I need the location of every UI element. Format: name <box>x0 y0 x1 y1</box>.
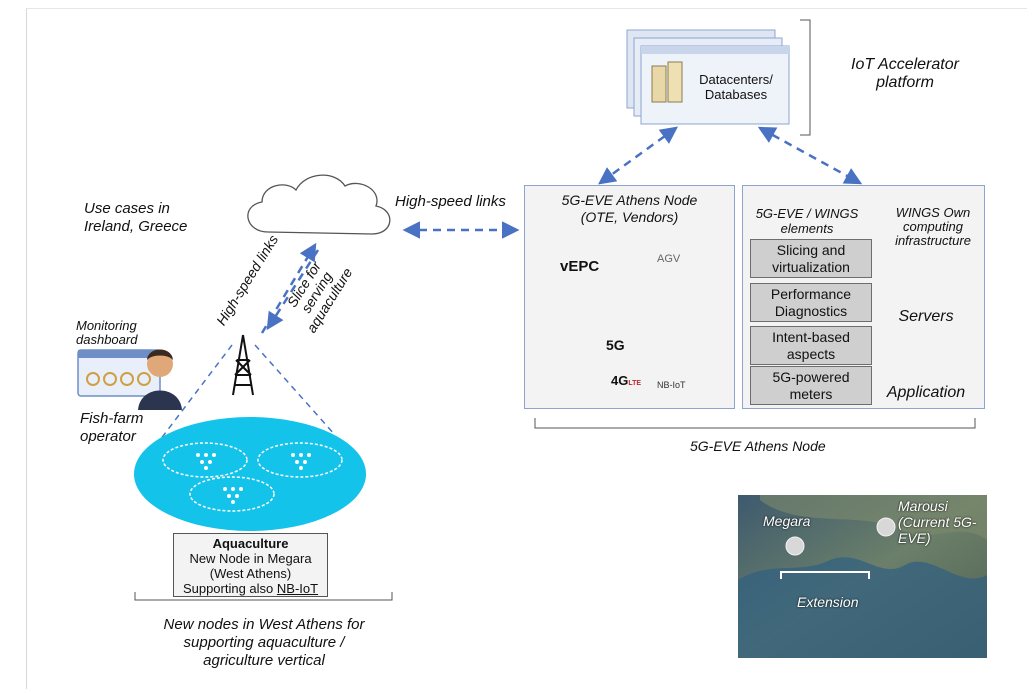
vepc-label: vEPC <box>560 258 600 275</box>
link-datacenter-wings <box>757 126 863 185</box>
west-athens-bracket <box>134 592 393 601</box>
cloud-icon <box>247 174 391 235</box>
platform-bracket <box>800 19 811 136</box>
wings-own-title: WINGS Own computing infrastructure <box>895 205 971 248</box>
athens-node-bracket <box>534 418 976 429</box>
map-image <box>738 495 987 658</box>
aquaculture-line3: Supporting also NB-IoT <box>182 581 319 596</box>
use-cases-label: Use cases in Ireland, Greece <box>84 200 188 235</box>
aquaculture-line1: New Node in Megara <box>189 551 312 566</box>
coverage-line-left <box>159 344 233 441</box>
4g-label: 4GLTE <box>611 373 642 388</box>
marousi-label: Marousi (Current 5G-EVE) <box>898 498 977 546</box>
aquaculture-pond <box>134 417 366 531</box>
new-nodes-caption: New nodes in West Athens for supporting … <box>163 616 365 669</box>
athens-node-caption: 5G-EVE Athens Node <box>690 438 826 454</box>
wings-elements-title: 5G-EVE / WINGS elements <box>755 206 859 236</box>
5g-label: 5G <box>606 337 625 353</box>
aquaculture-box: Aquaculture New Node in Megara (West Ath… <box>173 533 328 597</box>
monitoring-dashboard-icon <box>77 349 161 397</box>
servers-label: Servers <box>898 308 954 325</box>
fish-cage-icons <box>162 442 343 512</box>
high-speed-links-label: High-speed links <box>395 193 506 210</box>
wings-item-intent: Intent-based aspects <box>750 326 872 365</box>
datacenter-icon <box>626 29 790 125</box>
extension-label: Extension <box>797 594 859 610</box>
fish-farm-operator-label: Fish-farm operator <box>80 410 144 445</box>
agv-label: AGV <box>657 253 681 265</box>
athens-node-box <box>524 185 735 409</box>
diagram-frame <box>26 8 1027 689</box>
cell-tower-icon <box>232 334 254 396</box>
nb-iot-label: NB-IoT <box>657 380 686 390</box>
datacenter-label: Datacenters/ Databases <box>699 72 773 102</box>
iot-platform-label: IoT Accelerator platform <box>851 56 959 91</box>
coverage-line-right <box>254 344 336 436</box>
wings-item-performance: Performance Diagnostics <box>750 283 872 322</box>
monitoring-dashboard-label: Monitoring dashboard <box>76 318 138 347</box>
link-cloud-tower <box>266 249 320 331</box>
aquaculture-line2: (West Athens) <box>209 566 292 581</box>
nb-iot-link: NB-IoT <box>276 581 319 596</box>
athens-node-title: 5G-EVE Athens Node (OTE, Vendors) <box>561 192 698 225</box>
aquaculture-title: Aquaculture <box>212 536 289 551</box>
wings-item-slicing: Slicing and virtualization <box>750 239 872 278</box>
wings-item-meters: 5G-powered meters <box>750 366 872 405</box>
application-label: Application <box>886 384 966 401</box>
link-datacenter-athens <box>597 126 679 185</box>
operator-person-icon <box>138 349 182 410</box>
megara-label: Megara <box>763 513 811 529</box>
